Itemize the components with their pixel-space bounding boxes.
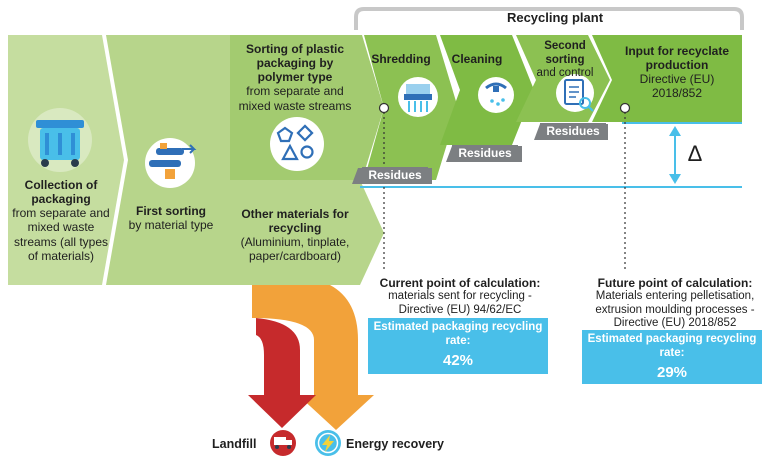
polymer-sorting-stage-shape — [230, 35, 384, 180]
other-materials-stage-text: Other materials for recycling (Aluminium… — [232, 207, 358, 264]
polymer-sorting-stage-text: Sorting of plastic packaging by polymer … — [232, 42, 358, 113]
current-calculation-detail: materials sent for recycling - Directive… — [388, 290, 532, 316]
future-rate-label: Estimated packaging recycling rate: — [587, 333, 757, 359]
current-rate-value: 42% — [442, 351, 474, 369]
input-stage-shape — [592, 35, 742, 122]
future-calculation-detail: Materials entering pelletisation, extrus… — [595, 290, 755, 330]
other-materials-detail: (Aluminium, tinplate, paper/cardboard) — [240, 235, 350, 264]
other-materials-stage-shape — [230, 180, 384, 285]
first-sorting-title: First sorting — [135, 204, 206, 218]
input-detail: Directive (EU) 2018/852 — [639, 72, 715, 101]
future-rate-value: 29% — [656, 363, 688, 381]
checklist-magnifier-icon — [556, 74, 594, 112]
energy-recovery-arrow — [252, 285, 374, 430]
second-sorting-title: Second sorting — [544, 40, 586, 66]
polymer-sorting-detail: from separate and mixed waste streams — [238, 84, 352, 113]
collection-stage-text: Collection of packaging from separate an… — [10, 178, 112, 263]
future-calculation-point — [619, 102, 631, 114]
current-rate-label: Estimated packaging recycling rate: — [373, 321, 543, 347]
residues-cleaning-label: Residues — [452, 145, 518, 162]
current-calculation-text: Current point of calculation: materials … — [370, 276, 550, 317]
second-sorting-detail: and control — [536, 67, 594, 80]
residues-shredding-label: Residues — [362, 167, 428, 184]
recycling-plant-bracket — [354, 7, 744, 30]
conveyor-sorting-icon — [145, 138, 197, 188]
landfill-arrow — [248, 318, 316, 428]
energy-bolt-icon — [315, 430, 341, 456]
future-calculation-title: Future point of calculation: — [597, 276, 753, 290]
future-calculation-text: Future point of calculation: Materials e… — [582, 276, 768, 331]
landfill-truck-icon — [270, 430, 296, 456]
first-sorting-stage-text: First sorting by material type — [116, 204, 226, 232]
cleaning-label: Cleaning — [451, 52, 503, 66]
input-title: Input for recyclate production — [624, 44, 730, 73]
energy-recovery-label: Energy recovery — [346, 437, 444, 451]
recycling-plant-title: Recycling plant — [506, 10, 604, 25]
polymer-sorting-title: Sorting of plastic packaging by polymer … — [245, 42, 344, 85]
collection-detail: from separate and mixed waste streams (a… — [12, 206, 110, 263]
collection-title: Collection of packaging — [24, 178, 98, 207]
other-materials-title: Other materials for recycling — [241, 207, 349, 236]
second-sorting-stage-text: Second sorting and control — [528, 40, 602, 81]
input-stage-text: Input for recyclate production Directive… — [614, 44, 740, 101]
polymer-shapes-icon — [270, 117, 324, 171]
shredding-label: Shredding — [371, 52, 431, 66]
current-rate-box: Estimated packaging recycling rate: 42% — [368, 318, 548, 374]
future-rate-box: Estimated packaging recycling rate: 29% — [582, 330, 762, 384]
first-sorting-detail: by material type — [128, 218, 214, 233]
residues-second-sorting-label: Residues — [540, 123, 606, 140]
recycling-bin-icon — [28, 108, 92, 172]
shredder-icon — [398, 77, 438, 117]
current-calculation-title: Current point of calculation: — [379, 276, 541, 290]
current-calculation-point — [378, 102, 390, 114]
landfill-label: Landfill — [212, 437, 257, 451]
cleaning-faucet-icon — [478, 77, 514, 113]
delta-symbol: Δ — [687, 141, 703, 166]
